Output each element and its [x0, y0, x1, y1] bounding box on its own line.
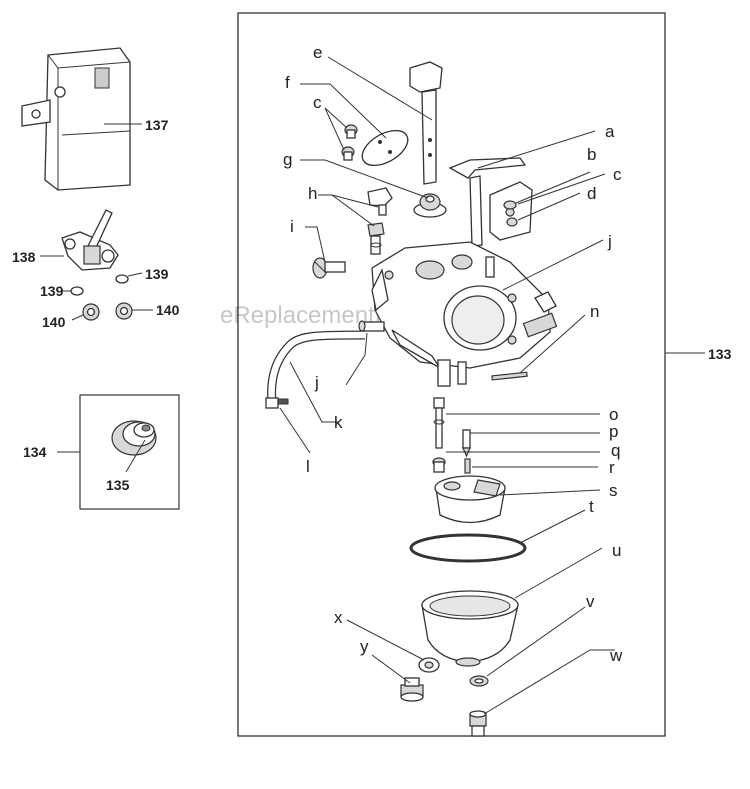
- assembly-frame: [237, 12, 666, 737]
- label-v: v: [586, 592, 595, 611]
- label-137: 137: [145, 117, 169, 133]
- label-p: p: [609, 422, 618, 441]
- part-s-float: [434, 475, 506, 524]
- part-u-float-bowl: [421, 590, 519, 667]
- label-b: b: [587, 145, 596, 164]
- part-b-screw: [503, 200, 517, 210]
- label-m: j: [607, 232, 612, 251]
- part-w-bowl-bolt: [469, 710, 487, 737]
- part-t-gasket: [409, 533, 527, 563]
- assembly-callout-133: 133: [708, 346, 732, 362]
- part-i-pilot-screw: [312, 257, 346, 279]
- label-q: q: [611, 441, 620, 460]
- label-f: f: [285, 73, 290, 92]
- label-k: k: [334, 413, 343, 432]
- part-y-drain-screw: [400, 677, 424, 702]
- part-135-plug: [111, 420, 157, 456]
- label-e: e: [313, 43, 322, 62]
- part-c-screws-right: [506, 217, 518, 227]
- label-d: d: [587, 184, 596, 203]
- label-140-right: 140: [156, 302, 180, 318]
- label-y: y: [360, 637, 369, 656]
- label-134: 134: [23, 444, 47, 460]
- label-l: l: [306, 457, 310, 476]
- label-c-right: c: [613, 165, 622, 184]
- label-s: s: [609, 481, 618, 500]
- label-t: t: [589, 497, 594, 516]
- label-138: 138: [12, 249, 36, 265]
- part-l-hose-clamp: [265, 397, 289, 409]
- part-r-float-pin: [464, 458, 471, 474]
- part-a-throttle-lever: [448, 157, 527, 247]
- label-x: x: [334, 608, 343, 627]
- label-135: 135: [106, 477, 130, 493]
- label-h: h: [308, 184, 317, 203]
- part-d-choke-plate: [489, 181, 533, 241]
- part-g-bushing: [413, 193, 447, 218]
- part-f-throttle-plate: [361, 129, 409, 167]
- part-e-throttle-shaft: [409, 61, 443, 185]
- label-j: j: [314, 373, 319, 392]
- part-q-main-jet: [432, 457, 446, 473]
- part-139-oring-right: [115, 274, 129, 284]
- part-139-oring-left: [70, 286, 84, 296]
- part-138-lever: [61, 209, 119, 271]
- part-m-carburetor-body: [371, 241, 558, 387]
- label-139-right: 139: [145, 266, 169, 282]
- part-o-main-nozzle: [433, 397, 445, 449]
- label-g: g: [283, 150, 292, 169]
- label-u: u: [612, 541, 621, 560]
- label-a: a: [605, 122, 615, 141]
- label-c-left: c: [313, 93, 322, 112]
- label-o: o: [609, 405, 618, 424]
- part-140-nut-left: [82, 303, 100, 321]
- label-w: w: [609, 646, 623, 665]
- label-i: i: [290, 217, 294, 236]
- label-r: r: [609, 458, 615, 477]
- label-139-left: 139: [40, 283, 64, 299]
- part-j-fitting: [358, 320, 385, 332]
- part-137-bracket: [21, 47, 131, 191]
- part-c-screws-left: [341, 124, 358, 161]
- label-n: n: [590, 302, 599, 321]
- part-140-nut-right: [115, 302, 133, 320]
- part-h-idle-jet: [367, 187, 393, 255]
- label-140-left: 140: [42, 314, 66, 330]
- part-n-pin: [491, 371, 528, 381]
